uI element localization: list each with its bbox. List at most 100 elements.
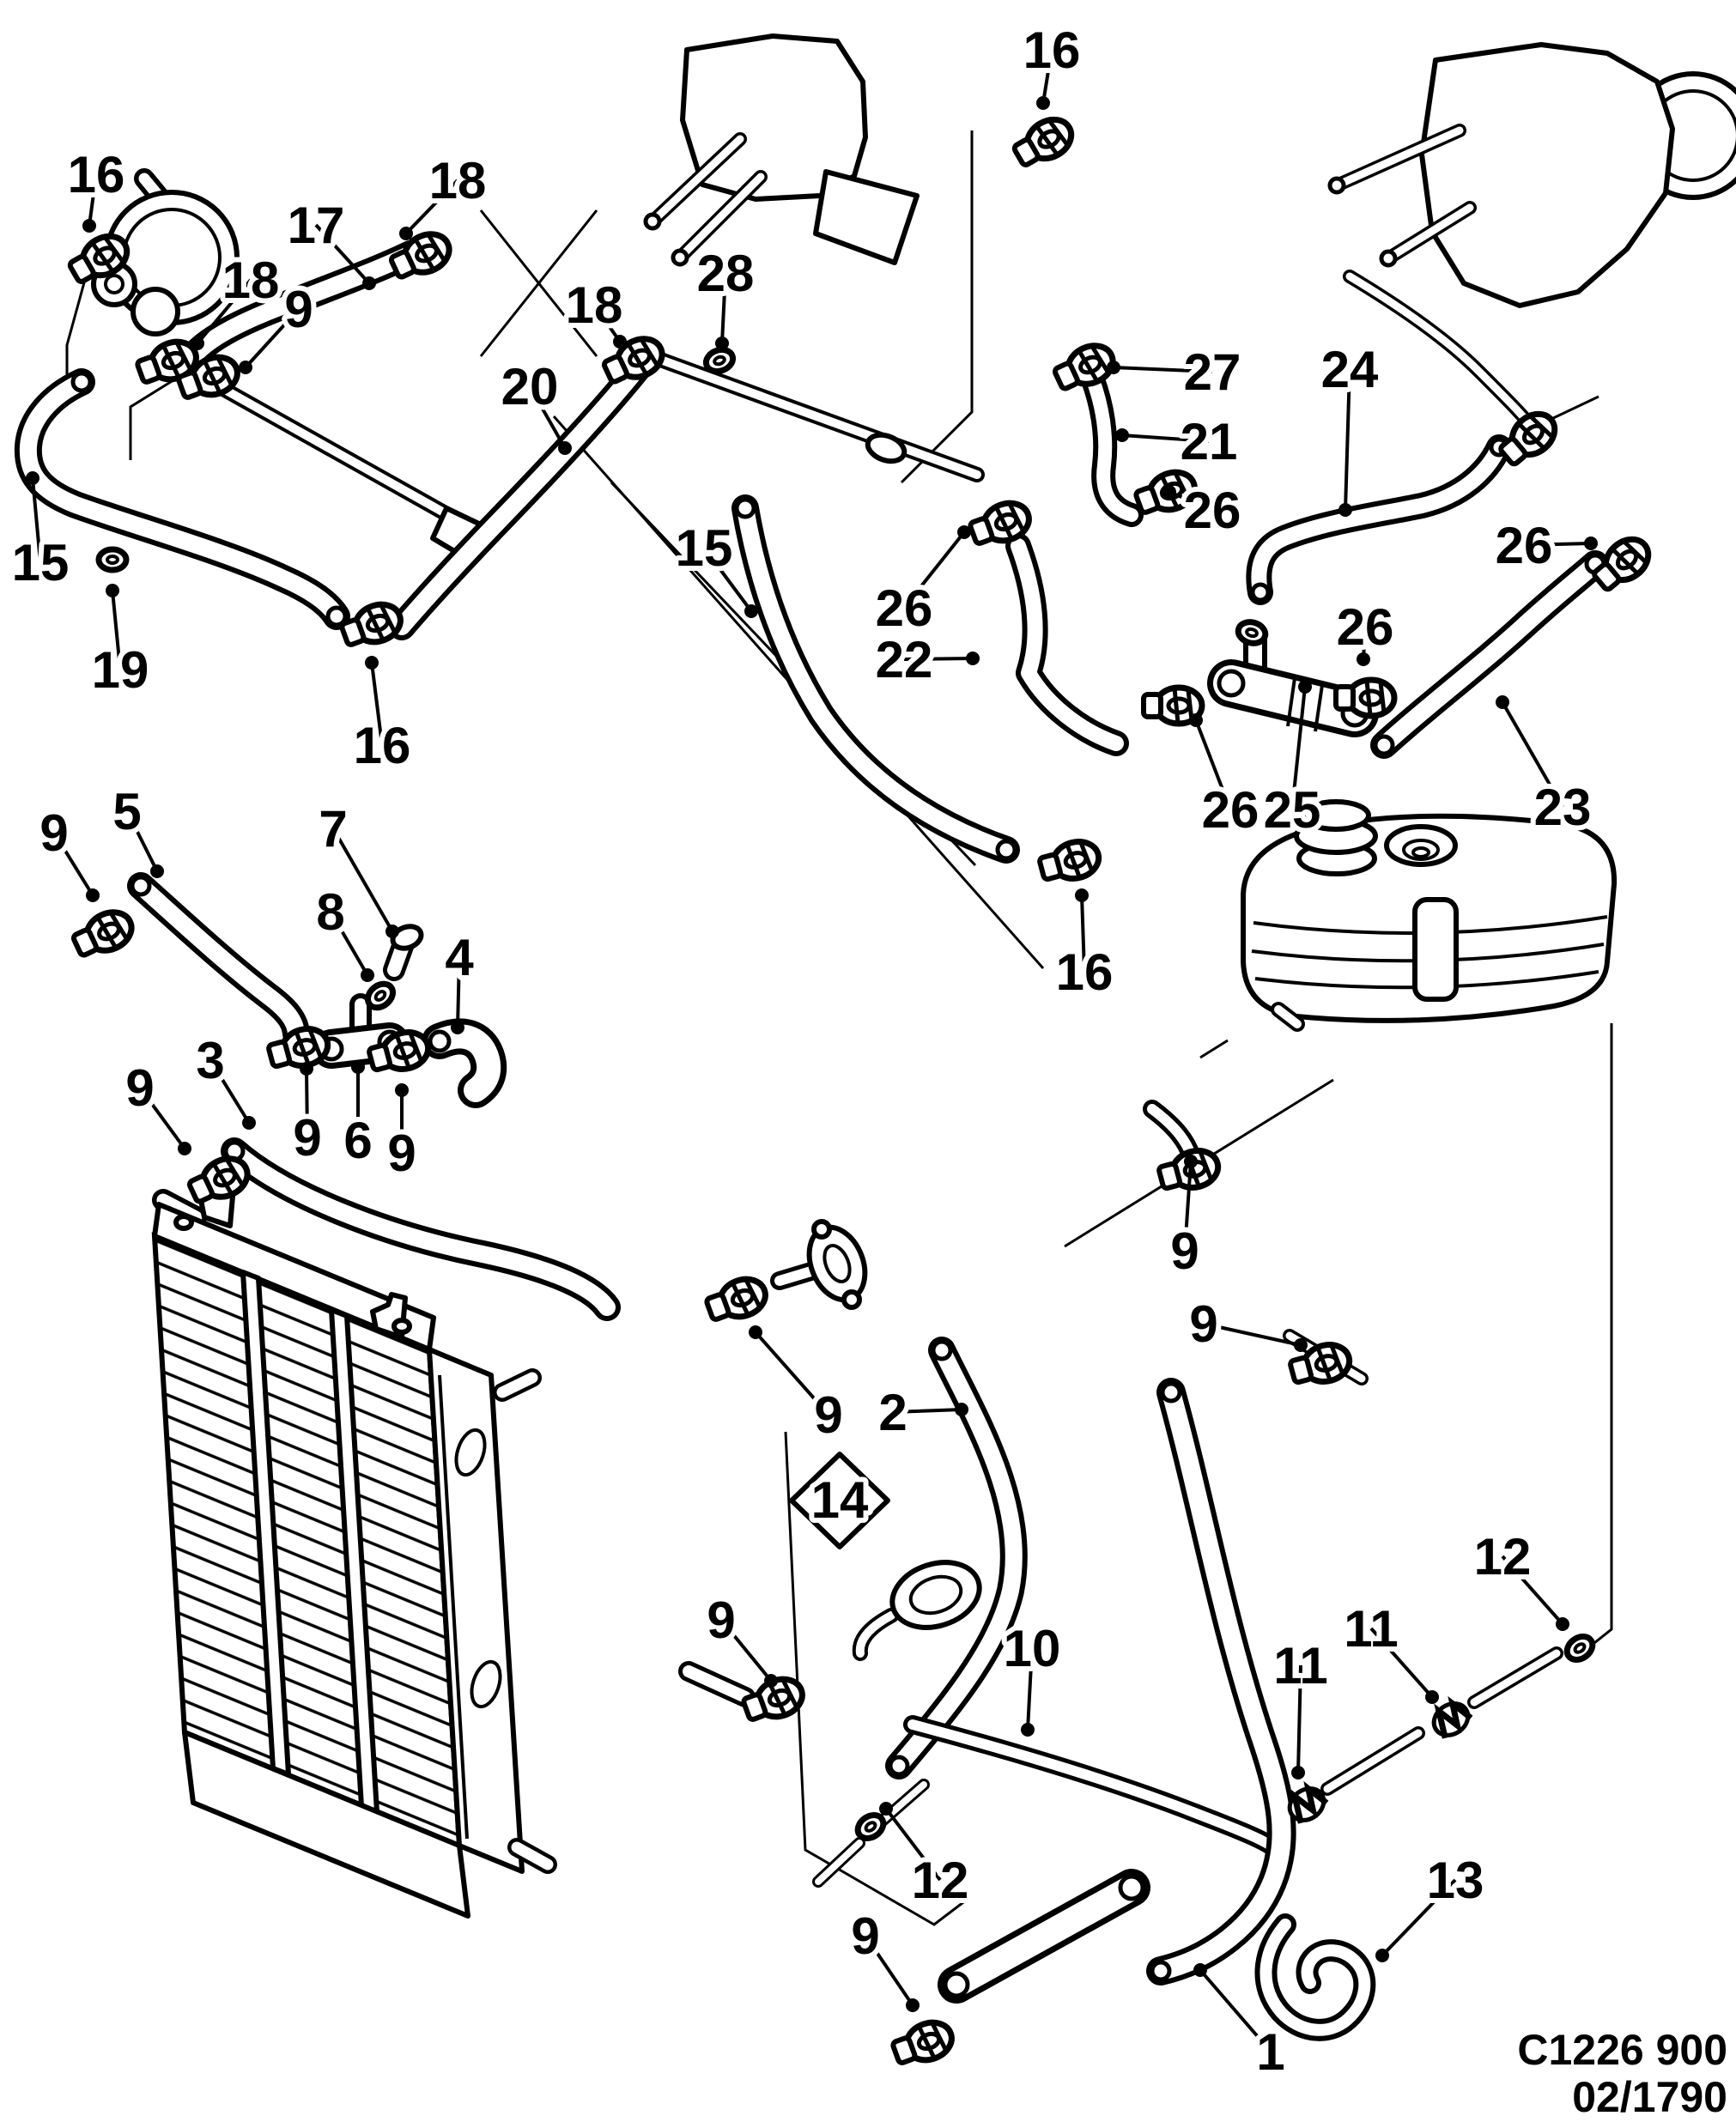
callout-leader — [1168, 490, 1213, 512]
callout-label-16: 16 — [1023, 21, 1081, 79]
callout-dot — [744, 604, 758, 618]
callout-label-16: 16 — [1056, 943, 1114, 1001]
callout-label-17: 17 — [288, 197, 345, 254]
callout-label-9: 9 — [814, 1386, 842, 1444]
callout-label-26: 26 — [1184, 482, 1241, 539]
callout-label-25: 25 — [1264, 781, 1321, 839]
callout-leader — [1501, 701, 1564, 808]
callout-label-6: 6 — [343, 1112, 372, 1169]
callout-leader — [864, 1934, 914, 2007]
callout-leader — [754, 1331, 830, 1416]
hose-2 — [885, 1337, 1028, 1779]
diamond-ref: 14 — [789, 1452, 890, 1549]
fitting-7 — [383, 924, 424, 981]
callout-leader — [1369, 1627, 1434, 1699]
callout-label-11: 11 — [1273, 1637, 1327, 1695]
callout-leader — [903, 657, 974, 661]
callout-label-18: 18 — [429, 152, 487, 209]
clamp — [889, 2016, 956, 2070]
hose-17 — [184, 240, 424, 366]
callout-dot — [1357, 652, 1370, 666]
callout-leader — [404, 179, 459, 235]
callout-dot — [351, 1060, 365, 1074]
callout-leader — [592, 303, 622, 343]
callout-dot — [957, 525, 971, 539]
callout-dot — [1184, 1155, 1198, 1168]
callout-leader — [902, 530, 966, 609]
callout-dot — [558, 441, 572, 455]
callout-leader — [528, 385, 567, 449]
callout-leader — [1199, 1968, 1272, 2053]
expansion-tank — [1241, 799, 1618, 1032]
hose-20 — [388, 355, 651, 640]
callout-leader — [892, 1408, 962, 1414]
callout-label-9: 9 — [1170, 1222, 1199, 1280]
callout-dot — [1193, 1963, 1207, 1977]
callout-dot — [749, 1325, 762, 1339]
callout-dot — [399, 227, 413, 240]
callout-leader — [1183, 1161, 1193, 1252]
callout-dot — [82, 219, 96, 233]
callout-dot — [106, 584, 119, 597]
heater-unit-middle — [643, 33, 920, 267]
callout-label-9: 9 — [125, 1059, 154, 1117]
heater-unit-right — [1327, 42, 1736, 308]
callout-label-18: 18 — [566, 276, 623, 334]
callout-dot — [191, 336, 204, 350]
callout-dot — [1036, 96, 1050, 110]
callout-label-7: 7 — [319, 800, 347, 858]
callout-leader — [1523, 542, 1592, 547]
callout-leader — [884, 1807, 942, 1882]
callout-dot — [1584, 537, 1598, 550]
footer: C1226 900 02/1790 — [1517, 2026, 1727, 2121]
diamond-label: 14 — [811, 1471, 869, 1529]
hose-stub-9g — [1143, 1100, 1199, 1160]
callout-label-19: 19 — [92, 641, 149, 699]
callout-dot — [613, 335, 627, 349]
callout-dot — [26, 471, 39, 485]
callout-leader — [1080, 894, 1086, 973]
callout-dot — [365, 656, 379, 670]
callout-label-16: 16 — [68, 146, 125, 203]
callout-label-8: 8 — [316, 883, 344, 941]
callout-dot — [242, 1116, 256, 1130]
callout-label-10: 10 — [1004, 1620, 1061, 1677]
callout-leader — [244, 307, 300, 369]
clamp — [853, 1810, 888, 1843]
callout-leader — [329, 910, 369, 977]
callout-leader — [1344, 368, 1351, 511]
callout-label-26: 26 — [876, 579, 933, 637]
clamp — [99, 549, 126, 570]
callout-label-9: 9 — [284, 281, 313, 338]
clamp — [1037, 837, 1103, 887]
callout-label-23: 23 — [1534, 779, 1592, 836]
callout-dot — [361, 968, 374, 982]
callout-label-12: 12 — [1474, 1528, 1532, 1585]
callout-leader — [456, 956, 461, 1028]
callout-dot — [1425, 1690, 1439, 1704]
callout-label-2: 2 — [878, 1384, 907, 1441]
callout-label-9: 9 — [39, 804, 68, 862]
footer-page-ref: 02/1790 — [1572, 2073, 1727, 2121]
callout-dot — [1162, 485, 1176, 499]
hose-13 — [1254, 1913, 1376, 2041]
callout-dot — [1291, 1766, 1305, 1779]
hose-24 — [1246, 434, 1512, 605]
callout-dot — [1189, 713, 1203, 727]
callout-dot — [1496, 695, 1509, 709]
callout-dot — [764, 1674, 778, 1688]
callout-label-27: 27 — [1184, 343, 1241, 401]
callout-label-11: 11 — [1344, 1600, 1398, 1658]
callout-leader — [1296, 1664, 1302, 1773]
callout-dot — [178, 1142, 191, 1155]
callout-dot — [1294, 1338, 1308, 1352]
clamp — [1235, 619, 1267, 646]
hoses — [14, 240, 1609, 2041]
clamp — [1336, 680, 1394, 716]
callout-label-20: 20 — [501, 358, 559, 415]
callout-label-5: 5 — [112, 783, 141, 840]
callout-dot — [150, 864, 164, 878]
clamp — [703, 1273, 770, 1327]
clamp — [1010, 112, 1078, 172]
